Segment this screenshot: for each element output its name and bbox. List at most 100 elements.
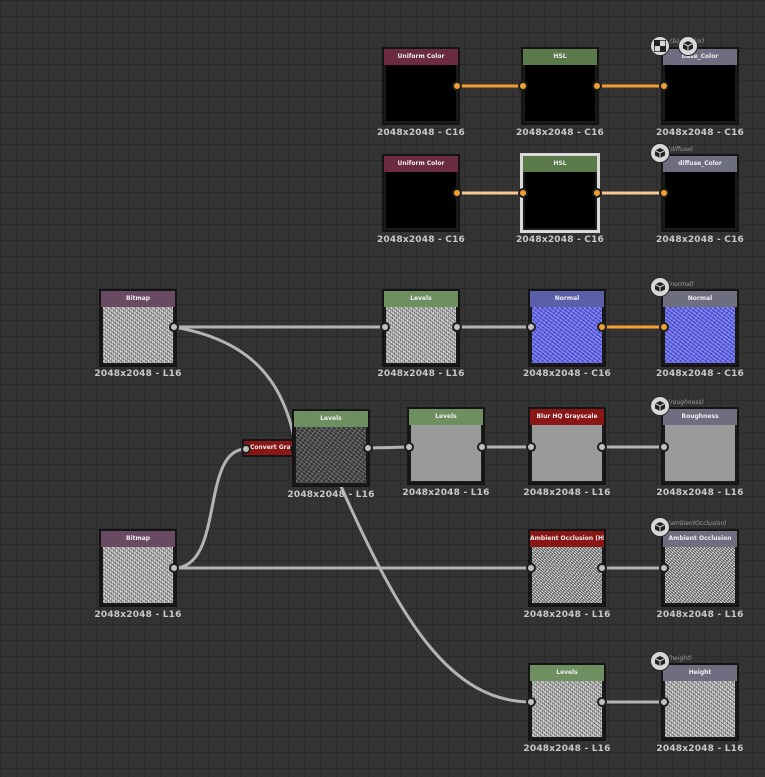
output-usage-tag: (diffuse)	[668, 146, 694, 153]
node-thumbnail	[386, 307, 456, 363]
node-hsl-2[interactable]: HSL	[520, 153, 600, 233]
node-thumbnail	[386, 65, 456, 121]
cube-icon[interactable]	[678, 36, 698, 56]
node-levels-1[interactable]: Levels	[382, 289, 460, 367]
input-port[interactable]	[526, 322, 536, 332]
node-bitmap-1[interactable]: Bitmap	[99, 289, 177, 367]
output-port[interactable]	[452, 81, 462, 91]
output-port[interactable]	[597, 322, 607, 332]
input-port[interactable]	[526, 442, 536, 452]
node-output-height[interactable]: Height	[661, 663, 739, 741]
node-output-roughness[interactable]: Roughness	[661, 407, 739, 485]
output-port[interactable]	[592, 81, 602, 91]
node-thumbnail	[296, 427, 366, 483]
input-port[interactable]	[241, 444, 251, 454]
node-title: HSL	[523, 156, 597, 172]
node-title: Ambient Occlusion	[663, 531, 737, 547]
node-hsl-1[interactable]: HSL	[521, 47, 599, 125]
node-title: Normal	[663, 291, 737, 307]
node-title: Blur HQ Grayscale	[530, 409, 604, 425]
input-port[interactable]	[659, 188, 669, 198]
cube-icon[interactable]	[650, 143, 670, 163]
output-usage-tag: (normal)	[668, 281, 694, 288]
input-port[interactable]	[659, 697, 669, 707]
node-title: Levels	[409, 409, 483, 425]
node-resolution: 2048x2048 - L16	[94, 369, 182, 379]
node-resolution: 2048x2048 - C16	[655, 128, 745, 138]
node-levels-4[interactable]: Levels	[528, 663, 606, 741]
node-title: Uniform Color	[384, 49, 458, 65]
cube-icon[interactable]	[650, 651, 670, 671]
input-port[interactable]	[380, 322, 390, 332]
output-usage-tag: (roughness)	[668, 399, 704, 406]
node-levels-3[interactable]: Levels	[407, 407, 485, 485]
node-resolution: 2048x2048 - L16	[523, 744, 611, 754]
checkerboard-icon[interactable]	[650, 36, 670, 56]
input-port[interactable]	[659, 322, 669, 332]
node-resolution: 2048x2048 - C16	[515, 128, 605, 138]
cube-icon[interactable]	[650, 277, 670, 297]
input-port[interactable]	[518, 188, 528, 198]
node-title: Levels	[530, 665, 604, 681]
node-thumbnail	[525, 65, 595, 121]
node-thumbnail	[532, 307, 602, 363]
output-port[interactable]	[597, 697, 607, 707]
node-normal[interactable]: Normal	[528, 289, 606, 367]
node-thumbnail	[665, 65, 735, 121]
output-port[interactable]	[452, 322, 462, 332]
node-thumbnail	[532, 547, 602, 603]
node-title: Levels	[384, 291, 458, 307]
node-output-diffuse-color[interactable]: diffuse_Color	[661, 154, 739, 232]
node-thumbnail	[665, 307, 735, 363]
input-port[interactable]	[659, 442, 669, 452]
node-uniform-color-1[interactable]: Uniform Color	[382, 47, 460, 125]
output-port[interactable]	[597, 442, 607, 452]
node-title: Uniform Color	[384, 156, 458, 172]
node-resolution: 2048x2048 - L16	[523, 610, 611, 620]
input-port[interactable]	[518, 81, 528, 91]
wire-bitmap1-levels2	[172, 325, 298, 450]
output-port[interactable]	[363, 443, 373, 453]
output-port[interactable]	[169, 322, 179, 332]
node-bitmap-2[interactable]: Bitmap	[99, 529, 177, 607]
node-resolution: 2048x2048 - L16	[287, 490, 375, 500]
node-title: base_Color	[663, 49, 737, 65]
node-resolution: 2048x2048 - C16	[376, 235, 466, 245]
input-port[interactable]	[659, 81, 669, 91]
node-output-normal[interactable]: Normal	[661, 289, 739, 367]
node-thumbnail	[665, 172, 735, 228]
node-ambient-occlusion-hbao[interactable]: Ambient Occlusion (HBAO)	[528, 529, 606, 607]
node-thumbnail	[532, 425, 602, 481]
node-output-base-color[interactable]: base_Color	[661, 47, 739, 125]
cube-icon[interactable]	[650, 396, 670, 416]
node-title: Height	[663, 665, 737, 681]
node-thumbnail	[665, 681, 735, 737]
output-port[interactable]	[597, 563, 607, 573]
output-port[interactable]	[477, 442, 487, 452]
output-usage-tag: (ambientOcclusion)	[668, 520, 727, 527]
input-port[interactable]	[404, 442, 414, 452]
node-output-ambient-occlusion[interactable]: Ambient Occlusion	[661, 529, 739, 607]
node-resolution: 2048x2048 - C16	[522, 369, 612, 379]
input-port[interactable]	[659, 563, 669, 573]
wire-levels2-levels4	[338, 482, 533, 704]
output-port[interactable]	[592, 188, 602, 198]
node-resolution: 2048x2048 - L16	[523, 488, 611, 498]
output-usage-tag: (height)	[668, 655, 692, 662]
node-title: HSL	[523, 49, 597, 65]
node-resolution: 2048x2048 - C16	[655, 235, 745, 245]
node-uniform-color-2[interactable]: Uniform Color	[382, 154, 460, 232]
input-port[interactable]	[526, 697, 536, 707]
node-title: Ambient Occlusion (HBAO)	[530, 531, 604, 547]
node-blur-hq-grayscale[interactable]: Blur HQ Grayscale	[528, 407, 606, 485]
node-title: diffuse_Color	[663, 156, 737, 172]
output-port[interactable]	[452, 188, 462, 198]
wire-levels2-levels3	[366, 445, 412, 450]
node-resolution: 2048x2048 - L16	[656, 488, 744, 498]
node-levels-2[interactable]: Levels	[292, 409, 370, 487]
input-port[interactable]	[526, 563, 536, 573]
output-port[interactable]	[169, 563, 179, 573]
node-thumbnail	[411, 425, 481, 481]
cube-icon[interactable]	[650, 517, 670, 537]
